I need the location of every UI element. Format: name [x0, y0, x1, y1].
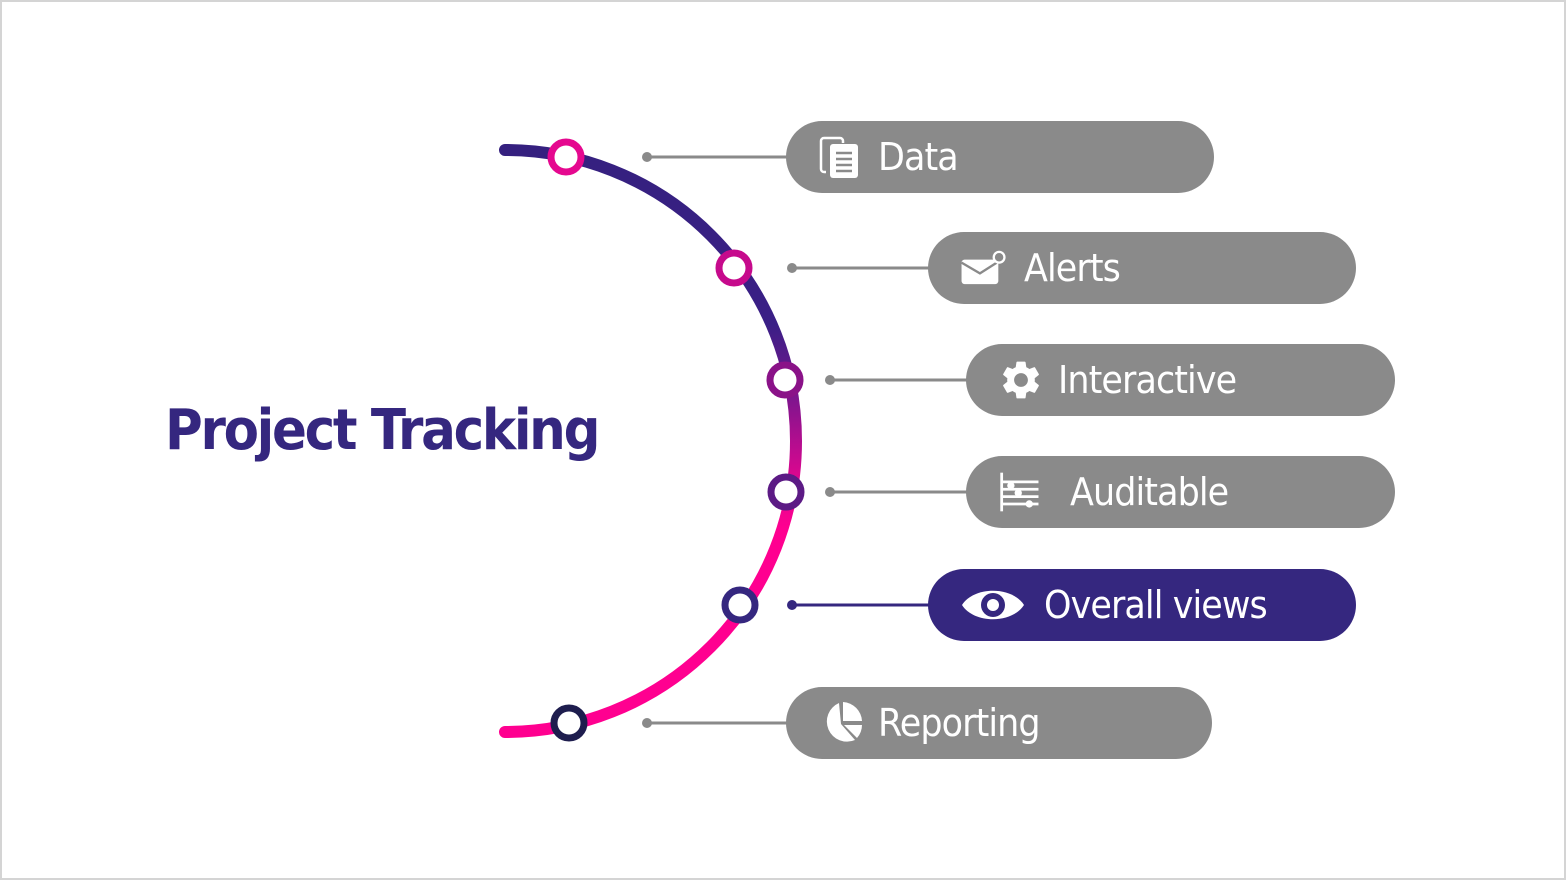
- pie-chart-icon: [818, 700, 864, 746]
- connector-interactive: [825, 375, 980, 385]
- pill-label: Alerts: [1024, 246, 1121, 290]
- connector-overall-views: [787, 600, 940, 610]
- node-data: [547, 138, 585, 176]
- pill-label: Overall views: [1044, 583, 1268, 627]
- node-interactive: [766, 361, 804, 399]
- connector-alerts: [787, 263, 940, 273]
- node-auditable: [767, 473, 805, 511]
- pill-reporting[interactable]: Reporting: [786, 687, 1212, 759]
- pill-data[interactable]: Data: [786, 121, 1214, 193]
- documents-icon: [818, 134, 864, 180]
- pill-alerts[interactable]: Alerts: [928, 232, 1356, 304]
- eye-icon: [960, 582, 1026, 628]
- timeline-list-icon: [998, 469, 1044, 515]
- page-title: Project Tracking: [165, 398, 600, 463]
- connector-data: [642, 152, 800, 162]
- pill-overall-views[interactable]: Overall views: [928, 569, 1356, 641]
- connector-auditable: [825, 487, 980, 497]
- pill-label: Auditable: [1070, 470, 1229, 514]
- pill-auditable[interactable]: Auditable: [966, 456, 1395, 528]
- connector-reporting: [642, 718, 800, 728]
- pill-interactive[interactable]: Interactive: [966, 344, 1395, 416]
- node-alerts: [715, 249, 753, 287]
- pill-label: Data: [878, 135, 959, 179]
- node-overall-views: [721, 586, 759, 624]
- pill-label: Reporting: [878, 701, 1041, 745]
- mail-notification-icon: [960, 245, 1006, 291]
- pill-label: Interactive: [1058, 358, 1237, 402]
- gear-icon: [998, 357, 1044, 403]
- timeline-arc: [499, 144, 802, 738]
- node-reporting: [550, 704, 588, 742]
